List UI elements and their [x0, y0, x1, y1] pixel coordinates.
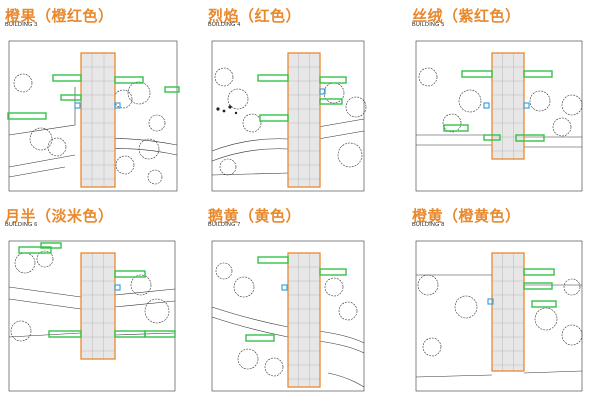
- site-plan: [7, 40, 180, 192]
- building-label: BUILDING 7: [208, 222, 241, 228]
- panel-title: 橙黄（橙黄色）: [412, 207, 521, 225]
- blue-boxes: [483, 102, 530, 109]
- building-label: BUILDING 5: [412, 22, 445, 28]
- blue-boxes: [114, 284, 121, 291]
- trees: [13, 73, 166, 185]
- trees: [214, 67, 367, 176]
- green-boxes: [257, 74, 347, 122]
- building-tower: [80, 252, 116, 360]
- green-boxes: [245, 256, 347, 342]
- building-label: BUILDING 4: [208, 22, 241, 28]
- panel-building-8: 橙黄（橙黄色） BUILDING 8: [412, 205, 592, 395]
- panel-building-7: 鹅黄（黄色） BUILDING 7: [208, 205, 388, 395]
- panel-title: 橙果（橙红色）: [5, 7, 114, 25]
- green-boxes: [443, 70, 553, 142]
- panel-building-5: 丝绒（紫红色） BUILDING 5: [412, 5, 592, 195]
- panel-title: 烈焰（红色）: [208, 7, 302, 25]
- blue-boxes: [487, 298, 494, 305]
- panel-building-6: 月半（淡米色） BUILDING 6: [5, 205, 185, 395]
- trees: [417, 274, 583, 357]
- panel-title: 鹅黄（黄色）: [208, 207, 302, 225]
- panel-building-4: 烈焰（红色） BUILDING 4: [208, 5, 388, 195]
- site-plan: [8, 240, 176, 392]
- building-label: BUILDING 6: [5, 222, 38, 228]
- panel-building-3: 橙果（橙红色） BUILDING 3: [5, 5, 185, 195]
- green-boxes: [18, 242, 176, 338]
- panel-title: 月半（淡米色）: [5, 207, 114, 225]
- building-tower: [287, 52, 321, 188]
- site-plan: [415, 40, 583, 192]
- trees: [418, 67, 583, 137]
- building-tower: [491, 52, 525, 160]
- green-boxes: [523, 268, 557, 308]
- dark-dots: [216, 105, 238, 115]
- blue-boxes: [74, 102, 121, 109]
- building-tower: [287, 252, 321, 388]
- site-plan: [211, 240, 365, 392]
- building-tower: [80, 52, 116, 188]
- building-label: BUILDING 3: [5, 22, 38, 28]
- green-boxes: [7, 74, 180, 120]
- site-plan: [211, 40, 367, 192]
- building-tower: [491, 252, 525, 372]
- building-label: BUILDING 8: [412, 222, 445, 228]
- trees: [215, 262, 358, 377]
- blue-boxes: [281, 284, 288, 291]
- site-plan: [415, 240, 583, 392]
- site-lines: [211, 40, 365, 192]
- site-lines: [415, 240, 583, 392]
- panel-title: 丝绒（紫红色）: [412, 7, 521, 25]
- blue-boxes: [319, 88, 326, 95]
- site-lines: [211, 240, 365, 392]
- site-lines: [415, 40, 583, 192]
